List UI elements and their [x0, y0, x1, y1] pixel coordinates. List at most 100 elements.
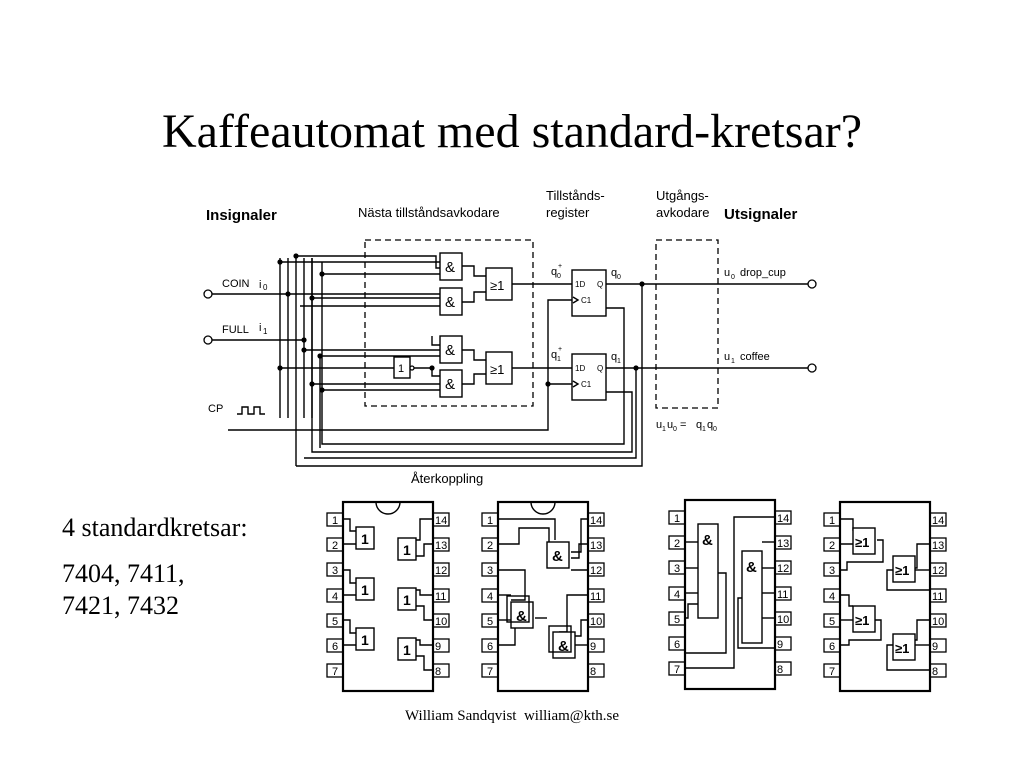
- svg-text:11: 11: [932, 591, 943, 603]
- chip-part-numbers-line1: 7404, 7411,: [62, 559, 185, 588]
- output-decoder-heading-line2: avkodare: [656, 205, 709, 220]
- svg-text:5: 5: [829, 616, 835, 628]
- svg-text:3: 3: [332, 565, 338, 577]
- state-machine-diagram: Insignaler Nästa tillståndsavkodare Till…: [203, 188, 817, 486]
- state-1-label: q: [611, 351, 617, 363]
- chip-7420: 1 2 3 4 5 6 7 14 13 12 11 10 9 8 &: [481, 500, 605, 693]
- svg-text:13: 13: [435, 540, 447, 552]
- full-index: 1: [263, 327, 268, 336]
- svg-text:5: 5: [674, 614, 680, 626]
- svg-text:≥1: ≥1: [895, 563, 909, 578]
- svg-text:u: u: [656, 419, 662, 431]
- svg-text:1: 1: [332, 515, 338, 527]
- drop-cup-output-terminal: [807, 279, 817, 289]
- next-state-0-sub: 0: [557, 273, 561, 280]
- svg-text:10: 10: [435, 616, 447, 628]
- svg-text:8: 8: [590, 666, 596, 678]
- svg-text:1: 1: [487, 515, 493, 527]
- svg-text:5: 5: [332, 616, 338, 628]
- u0-symbol: u: [724, 267, 730, 279]
- svg-text:14: 14: [590, 515, 602, 527]
- svg-text:&: &: [516, 608, 527, 625]
- svg-text:1: 1: [361, 531, 369, 547]
- svg-text:4: 4: [487, 591, 493, 603]
- svg-text:3: 3: [829, 565, 835, 577]
- ff0-c1-label: C1: [581, 296, 592, 305]
- svg-text:1: 1: [361, 632, 369, 648]
- svg-text:1: 1: [403, 592, 411, 608]
- svg-text:11: 11: [435, 591, 446, 603]
- svg-text:12: 12: [777, 563, 789, 575]
- feedback-label: Återkoppling: [411, 471, 483, 486]
- svg-text:8: 8: [932, 666, 938, 678]
- ff1-d-label: 1D: [575, 364, 585, 373]
- u0-name: drop_cup: [740, 267, 786, 279]
- svg-text:0: 0: [713, 426, 717, 433]
- svg-text:&: &: [558, 638, 569, 655]
- svg-text:1: 1: [403, 642, 411, 658]
- svg-text:10: 10: [777, 614, 789, 626]
- svg-text:&: &: [746, 559, 757, 576]
- svg-text:1: 1: [361, 582, 369, 598]
- u1-name: coffee: [740, 351, 770, 363]
- next-state-decoder-heading: Nästa tillståndsavkodare: [358, 205, 500, 220]
- and-gate-2-symbol: &: [445, 294, 455, 311]
- state-0-sub: 0: [617, 274, 621, 281]
- svg-text:3: 3: [487, 565, 493, 577]
- svg-text:q: q: [707, 419, 713, 431]
- svg-text:u: u: [667, 419, 673, 431]
- svg-text:6: 6: [829, 641, 835, 653]
- output-equation: u 1 u 0 = q 1 q 0: [656, 419, 717, 433]
- state-register-heading-line1: Tillstånds-: [546, 188, 605, 203]
- d-flipflop-q0: [571, 269, 607, 317]
- ff0-q-label: Q: [597, 280, 603, 289]
- full-label: FULL: [222, 324, 249, 336]
- coin-input-terminal: [203, 289, 213, 299]
- svg-text:6: 6: [332, 641, 338, 653]
- chip-7421: 1 2 3 4 5 6 7 14 13 12 11 10 9 8 & &: [668, 498, 792, 691]
- svg-text:2: 2: [332, 540, 338, 552]
- or-gate-2-symbol: ≥1: [490, 362, 504, 377]
- svg-text:≥1: ≥1: [855, 613, 869, 628]
- svg-text:13: 13: [777, 538, 789, 550]
- not-gate-symbol: 1: [398, 363, 404, 375]
- full-symbol: i: [259, 322, 261, 334]
- svg-text:9: 9: [932, 641, 938, 653]
- svg-text:2: 2: [487, 540, 493, 552]
- svg-text:=: =: [677, 419, 690, 431]
- svg-text:4: 4: [829, 591, 835, 603]
- svg-text:5: 5: [487, 616, 493, 628]
- ff1-c1-label: C1: [581, 380, 592, 389]
- svg-text:14: 14: [777, 513, 789, 525]
- svg-text:7: 7: [829, 666, 835, 678]
- or-gate-2: [485, 351, 513, 385]
- svg-text:10: 10: [932, 616, 944, 628]
- state-register-heading-line2: register: [546, 205, 590, 220]
- svg-text:1: 1: [702, 426, 706, 433]
- d-flipflop-q1: [571, 353, 607, 401]
- svg-text:2: 2: [674, 538, 680, 550]
- svg-text:1: 1: [662, 426, 666, 433]
- svg-text:1: 1: [403, 542, 411, 558]
- coin-symbol: i: [259, 279, 261, 291]
- and-gate-3-symbol: &: [445, 342, 455, 359]
- svg-text:14: 14: [932, 515, 944, 527]
- next-state-0-sup: +: [558, 263, 562, 270]
- or-gate-1-symbol: ≥1: [490, 278, 504, 293]
- next-state-1-label: q: [551, 349, 557, 361]
- svg-text:13: 13: [932, 540, 944, 552]
- chip-part-numbers-line2: 7421, 7432: [62, 591, 179, 620]
- next-state-decoder-region: [364, 239, 534, 407]
- slide-title: Kaffeautomat med standard-kretsar?: [161, 105, 863, 158]
- svg-text:q: q: [696, 419, 702, 431]
- clock-pulse-icon: [237, 406, 265, 415]
- svg-text:6: 6: [674, 639, 680, 651]
- svg-text:3: 3: [674, 563, 680, 575]
- clock-label: CP: [208, 403, 223, 415]
- svg-text:9: 9: [777, 639, 783, 651]
- svg-text:≥1: ≥1: [895, 641, 909, 656]
- svg-text:≥1: ≥1: [855, 535, 869, 550]
- slide-footer: William Sandqvist william@kth.se: [404, 708, 620, 724]
- svg-text:13: 13: [590, 540, 602, 552]
- svg-text:11: 11: [777, 589, 788, 601]
